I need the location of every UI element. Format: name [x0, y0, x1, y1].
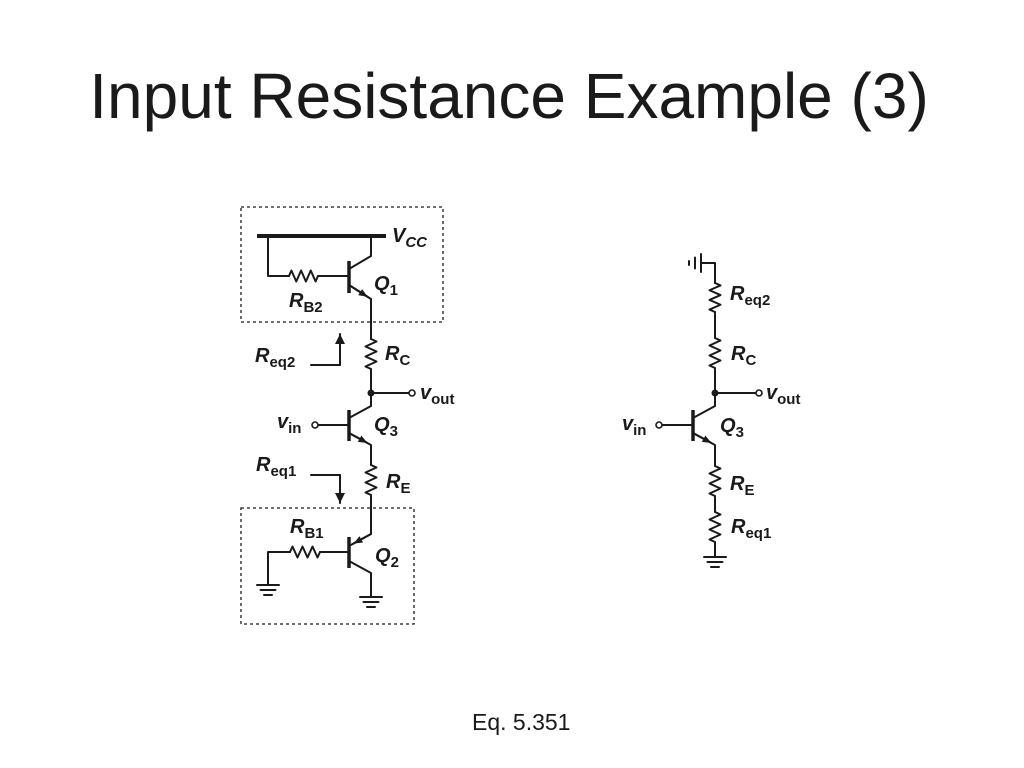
label-re-subscript: E	[744, 482, 754, 499]
label-rc: RC	[385, 343, 410, 369]
label-vout: vout	[766, 382, 800, 408]
label-vin-symbol: v	[277, 411, 290, 433]
left-circuit: VCC Q1 RB2 Req2 RC vout vin Q3 Req1 RE R…	[240, 206, 454, 625]
label-req1-subscript: eq1	[270, 463, 296, 480]
label-rc-subscript: C	[745, 352, 756, 369]
q3-emitter-arrow	[692, 432, 713, 444]
resistor-rc	[708, 337, 722, 369]
q3-collector	[692, 405, 716, 419]
q3-emitter	[348, 432, 372, 466]
vout-terminal	[755, 389, 763, 397]
label-q2: Q2	[375, 545, 399, 571]
slide-title: Input Resistance Example (3)	[89, 60, 929, 132]
resistor-req2	[708, 282, 722, 313]
q3-emitter-arrow	[348, 432, 369, 444]
ac-ground-wire	[700, 262, 716, 284]
label-rc: RC	[731, 343, 756, 369]
label-q3-symbol: Q	[720, 415, 736, 437]
transistor-q3	[691, 405, 716, 467]
label-re: RE	[386, 471, 410, 497]
right-circuit: Req2 RC vout vin Q3 RE Req1	[622, 253, 800, 568]
label-vout-subscript: out	[777, 391, 800, 408]
label-re-symbol: R	[386, 471, 401, 493]
ground-symbol-q2	[359, 596, 383, 608]
label-req1: Req1	[731, 516, 771, 542]
label-req2: Req2	[255, 345, 295, 371]
label-q3: Q3	[374, 414, 398, 440]
transistor-q3	[347, 405, 372, 466]
transistor-q1	[347, 235, 372, 300]
label-req2-symbol: R	[730, 283, 745, 305]
label-rb1-subscript: B1	[304, 525, 323, 542]
resistor-re	[708, 465, 722, 497]
q1-collector	[348, 235, 372, 270]
upper-dashed-box	[240, 206, 444, 323]
label-vin: vin	[277, 411, 301, 437]
rb2-wire	[267, 235, 290, 277]
label-re-symbol: R	[730, 473, 745, 495]
label-rc-subscript: C	[399, 352, 410, 369]
label-vout: vout	[420, 382, 454, 408]
label-re: RE	[730, 473, 754, 499]
vin-terminal	[655, 421, 663, 429]
q3-collector	[348, 405, 372, 419]
resistor-req1	[708, 511, 722, 543]
label-q3-symbol: Q	[374, 414, 390, 436]
label-rb2-symbol: R	[289, 290, 304, 312]
label-vin-subscript: in	[633, 422, 646, 439]
label-req1: Req1	[256, 454, 296, 480]
equation-reference: Eq. 5.351	[472, 709, 571, 735]
label-re-subscript: E	[400, 480, 410, 497]
q1-emitter-arrow	[348, 284, 369, 298]
resistor-rc	[364, 338, 378, 370]
label-vout-symbol: v	[420, 382, 433, 404]
label-vin: vin	[622, 413, 646, 439]
ground-symbol-rb1	[256, 584, 280, 596]
label-q1-symbol: Q	[374, 273, 390, 295]
label-q2-symbol: Q	[375, 545, 391, 567]
label-vin-subscript: in	[288, 420, 301, 437]
label-q1: Q1	[374, 273, 398, 299]
resistor-rb1	[289, 545, 321, 559]
label-vin-symbol: v	[622, 413, 635, 435]
label-req2-subscript: eq2	[744, 292, 770, 309]
q2-emitter-arrow	[352, 533, 372, 545]
q2-collector	[348, 560, 372, 598]
resistor-rb2	[288, 269, 319, 283]
label-vcc: VCC	[392, 225, 428, 251]
label-q2-subscript: 2	[391, 554, 399, 571]
lower-dashed-box	[240, 507, 415, 625]
resistor-re	[364, 464, 378, 496]
vin-terminal	[311, 421, 319, 429]
label-rb1-symbol: R	[290, 516, 305, 538]
label-vcc-symbol: V	[392, 225, 407, 247]
label-q3-subscript: 3	[390, 423, 398, 440]
label-rb2-subscript: B2	[303, 299, 322, 316]
label-vcc-subscript: CC	[405, 234, 428, 251]
transistor-q2	[347, 533, 372, 598]
label-vout-symbol: v	[766, 382, 779, 404]
label-req1-symbol: R	[731, 516, 746, 538]
ac-ground-symbol	[688, 253, 702, 273]
label-req1-symbol: R	[256, 454, 271, 476]
rb1-wire	[267, 551, 291, 586]
label-req2: Req2	[730, 283, 770, 309]
label-vout-subscript: out	[431, 391, 454, 408]
label-rc-symbol: R	[385, 343, 400, 365]
label-q1-subscript: 1	[390, 282, 398, 299]
label-rc-symbol: R	[731, 343, 746, 365]
label-req1-subscript: eq1	[745, 525, 771, 542]
label-q3-subscript: 3	[736, 424, 744, 441]
label-rb2: RB2	[289, 290, 323, 316]
vout-terminal	[408, 389, 416, 397]
ground-symbol	[703, 556, 727, 568]
label-req2-subscript: eq2	[269, 354, 295, 371]
label-rb1: RB1	[290, 516, 324, 542]
label-q3: Q3	[720, 415, 744, 441]
label-req2-symbol: R	[255, 345, 270, 367]
